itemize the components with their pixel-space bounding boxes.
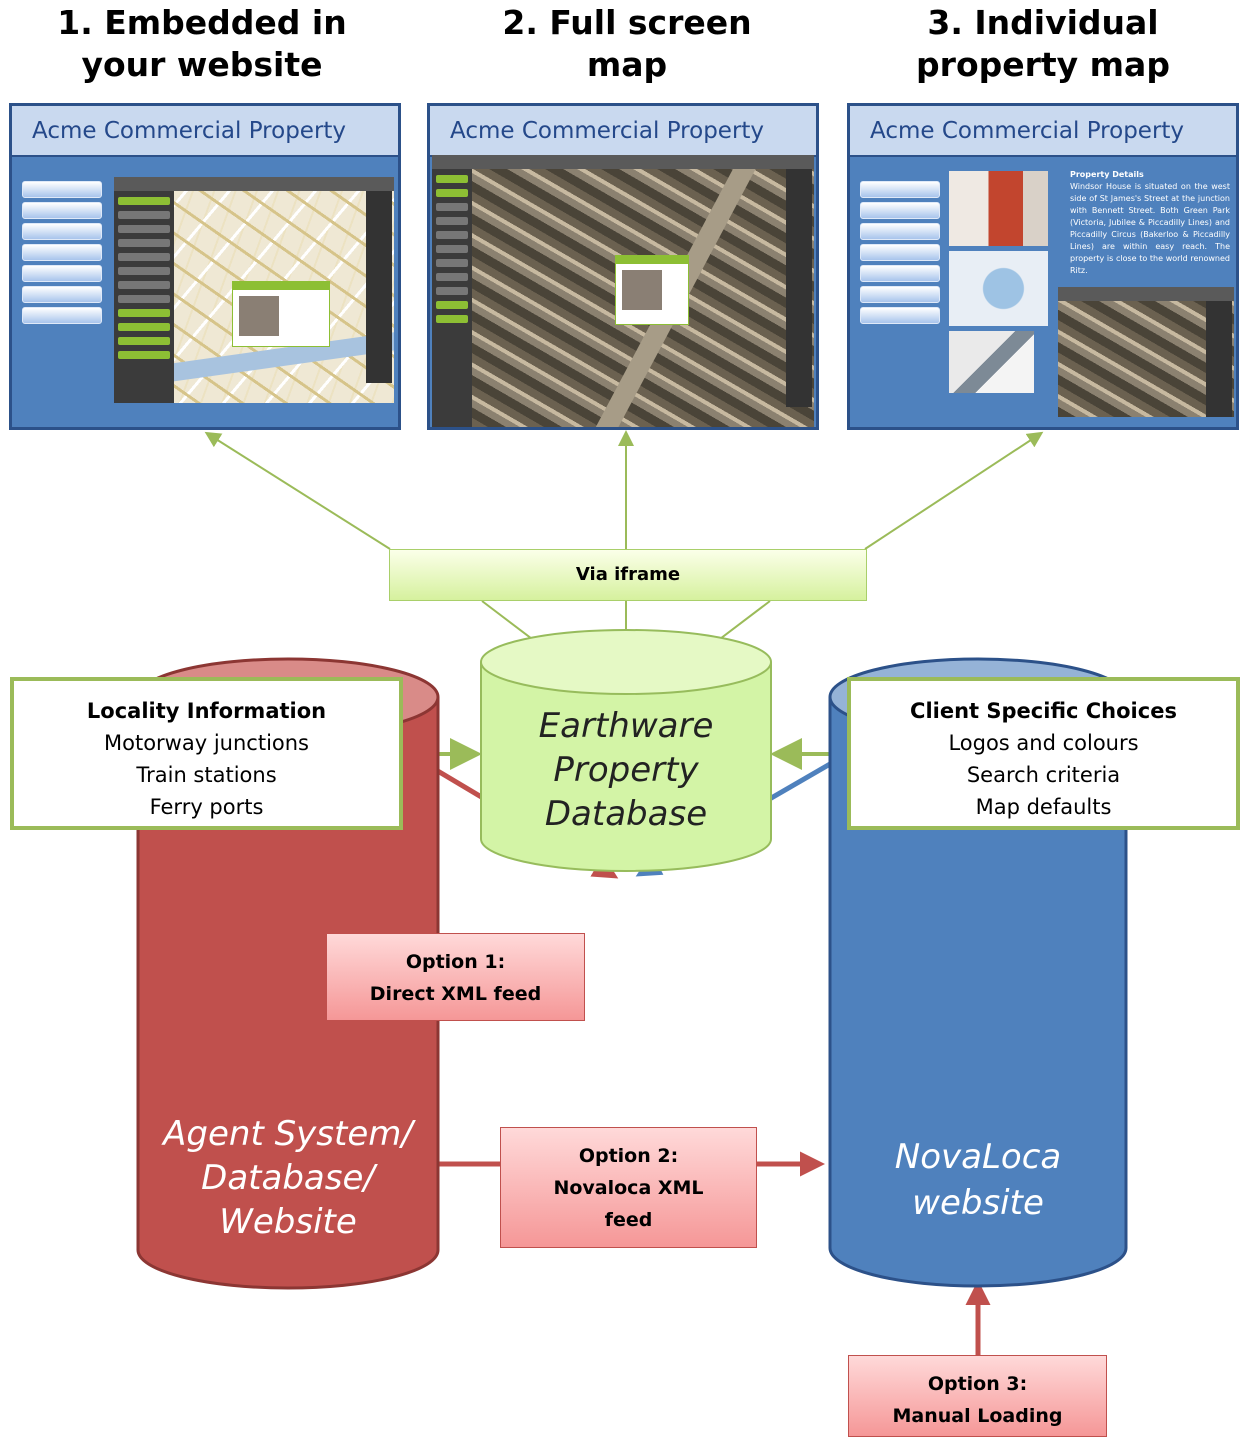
panel-title: Acme Commercial Property xyxy=(12,106,398,157)
option-2-line: feed xyxy=(604,1209,653,1231)
db-label-line: Earthware xyxy=(538,706,714,746)
lobby-photo xyxy=(949,171,1048,246)
nav-button[interactable] xyxy=(22,307,102,324)
locality-item: Motorway junctions xyxy=(104,731,309,755)
floor-plan-image xyxy=(949,251,1048,326)
map-popup xyxy=(615,255,689,325)
map-controls xyxy=(786,169,812,407)
nav-button[interactable] xyxy=(22,202,102,219)
interior-photo xyxy=(949,331,1034,393)
nav-button[interactable] xyxy=(22,181,102,198)
option-1-box: Option 1: Direct XML feed xyxy=(326,933,585,1021)
heading-line: 3. Individual xyxy=(927,3,1159,42)
heading-line: 2. Full screen xyxy=(502,3,752,42)
client-item: Search criteria xyxy=(966,763,1121,787)
nav-button[interactable] xyxy=(22,265,102,282)
panel-embedded: Acme Commercial Property xyxy=(9,103,401,430)
nav-button[interactable] xyxy=(22,286,102,303)
option-2-line: Option 2: xyxy=(578,1145,679,1167)
option-1-line: Direct XML feed xyxy=(369,983,542,1005)
option-3-line: Manual Loading xyxy=(892,1405,1063,1427)
nav-button[interactable] xyxy=(860,223,940,240)
arrow-to-panel-3 xyxy=(864,431,1044,550)
client-item: Logos and colours xyxy=(948,731,1139,755)
heading-line: map xyxy=(586,45,668,84)
nav-button[interactable] xyxy=(22,223,102,240)
heading-full-screen: 2. Full screen map xyxy=(427,2,827,86)
nav-button[interactable] xyxy=(860,307,940,324)
arrow-to-panel-1 xyxy=(204,431,391,550)
nav-button[interactable] xyxy=(860,286,940,303)
map-top-strip xyxy=(432,155,814,169)
property-details-title: Property Details xyxy=(1070,170,1144,179)
panel-individual: Acme Commercial Property Property Detail… xyxy=(847,103,1239,430)
agent-label-line: Database/ xyxy=(201,1158,375,1198)
map-search-pane xyxy=(114,191,174,403)
db-label-line: Database xyxy=(544,794,708,834)
property-map-screenshot xyxy=(1058,287,1234,417)
panel-title: Acme Commercial Property xyxy=(850,106,1236,157)
nav-buttons xyxy=(22,181,102,328)
option-3-line: Option 3: xyxy=(927,1373,1028,1395)
via-iframe-box: Via iframe xyxy=(389,549,867,601)
panel-full-screen: Acme Commercial Property xyxy=(427,103,819,430)
agent-label-line: Agent System/ xyxy=(163,1114,413,1154)
map-controls xyxy=(1206,301,1232,417)
heading-individual: 3. Individual property map xyxy=(843,2,1243,86)
heading-line: property map xyxy=(916,45,1170,84)
property-details-body: Windsor House is situated on the west si… xyxy=(1070,182,1230,275)
locality-item: Train stations xyxy=(136,763,277,787)
nav-button[interactable] xyxy=(22,244,102,261)
locality-title: Locality Information xyxy=(86,699,327,723)
heading-line: your website xyxy=(81,45,323,84)
nav-button[interactable] xyxy=(860,265,940,282)
agent-system-label: Agent System/ Database/ Website xyxy=(138,1112,438,1244)
nav-button[interactable] xyxy=(860,244,940,261)
aerial-map-screenshot xyxy=(432,155,814,427)
map-side-pane xyxy=(432,169,472,427)
option-1-line: Option 1: xyxy=(405,951,506,973)
map-top-strip xyxy=(114,177,394,191)
option-2-box: Option 2: Novaloca XML feed xyxy=(500,1127,757,1248)
novaloca-label-line: website xyxy=(912,1183,1044,1223)
novaloca-label-line: NovaLoca xyxy=(894,1137,1062,1177)
novaloca-label: NovaLoca website xyxy=(830,1134,1126,1226)
client-title: Client Specific Choices xyxy=(910,699,1177,723)
earthware-database-label: Earthware Property Database xyxy=(481,704,771,836)
locality-information-box: Locality Information Motorway junctions … xyxy=(10,677,403,830)
nav-buttons xyxy=(860,181,940,328)
panel-title: Acme Commercial Property xyxy=(430,106,816,157)
map-top-strip xyxy=(1058,287,1234,301)
nav-button[interactable] xyxy=(860,202,940,219)
map-popup xyxy=(232,281,330,347)
heading-line: 1. Embedded in xyxy=(57,3,347,42)
map-controls xyxy=(366,191,392,383)
client-item: Map defaults xyxy=(975,795,1112,819)
locality-item: Ferry ports xyxy=(149,795,264,819)
client-choices-box: Client Specific Choices Logos and colour… xyxy=(847,677,1240,830)
heading-embedded: 1. Embedded in your website xyxy=(2,2,402,86)
agent-label-line: Website xyxy=(219,1202,357,1242)
option-2-line: Novaloca XML xyxy=(553,1177,704,1199)
db-label-line: Property xyxy=(553,750,699,790)
nav-button[interactable] xyxy=(860,181,940,198)
option-3-box: Option 3: Manual Loading xyxy=(848,1355,1107,1437)
map-screenshot xyxy=(114,177,394,403)
earthware-database-cylinder xyxy=(480,629,772,872)
